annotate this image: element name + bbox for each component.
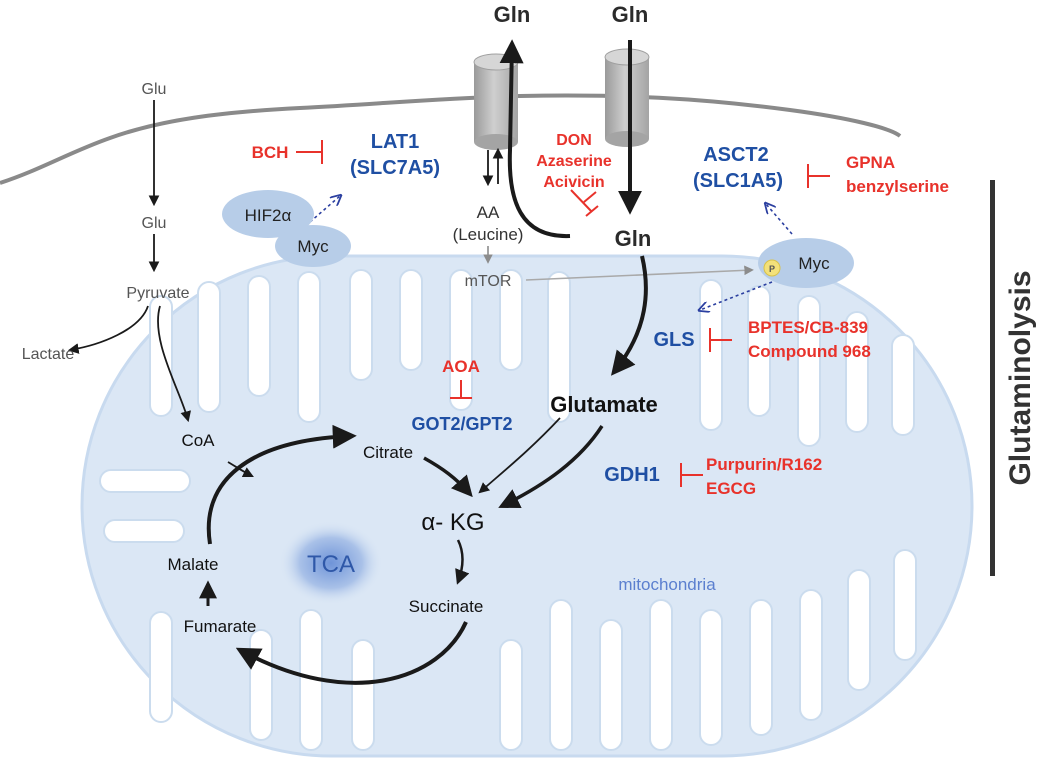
tca-glow xyxy=(279,521,383,605)
hif2a-label: HIF2α xyxy=(245,206,292,225)
akg-arrows xyxy=(423,417,604,585)
benzylserine-label: benzylserine xyxy=(846,177,949,196)
gpna-label: GPNA xyxy=(846,153,895,172)
asct2-gene-label: (SLC1A5) xyxy=(693,170,783,192)
fumarate: Fumarate xyxy=(184,617,257,636)
mitochondrion xyxy=(80,254,974,758)
coa: CoA xyxy=(181,431,215,450)
side-bracket xyxy=(990,180,995,576)
cell-membrane xyxy=(0,93,902,185)
alpha-kg: α- KG xyxy=(421,509,484,536)
gln-out-left: Gln xyxy=(494,2,531,27)
glu-pathway-arrows xyxy=(67,100,254,477)
gln-arrows xyxy=(499,39,648,376)
asct2-label: ASCT2 xyxy=(703,144,769,166)
gln-in: Gln xyxy=(615,226,652,251)
lat1-label: LAT1 xyxy=(371,131,420,153)
aoa-label: AOA xyxy=(442,357,480,376)
tca-cycle-arrows xyxy=(199,424,468,685)
tca-label: TCA xyxy=(307,551,355,578)
hif2a-ellipse xyxy=(222,190,314,238)
aa-arrows xyxy=(482,147,754,281)
myc-left-label: Myc xyxy=(297,237,329,256)
leucine-label: (Leucine) xyxy=(453,225,524,244)
succinate: Succinate xyxy=(409,597,484,616)
gdh1-label: GDH1 xyxy=(604,464,660,486)
bptes-label: BPTES/CB-839 xyxy=(748,318,868,337)
transporter-asct2 xyxy=(604,48,650,147)
side-title: Glutaminolysis xyxy=(1004,270,1037,485)
lactate: Lactate xyxy=(22,346,75,363)
glu-outside: Glu xyxy=(142,81,167,98)
malate: Malate xyxy=(167,555,218,574)
egcg-label: EGCG xyxy=(706,479,756,498)
glu-inside: Glu xyxy=(142,215,167,232)
mtor-label: mTOR xyxy=(465,273,512,290)
lat1-gene-label: (SLC7A5) xyxy=(350,157,440,179)
cristae xyxy=(99,269,917,751)
mitochondria-label: mitochondria xyxy=(618,575,716,594)
acivicin-label: Acivicin xyxy=(543,174,604,191)
got2-gpt2-label: GOT2/GPT2 xyxy=(411,414,512,434)
myc-right-ellipse xyxy=(758,238,854,288)
myc-right-label: Myc xyxy=(798,254,830,273)
phospho-label: P xyxy=(769,264,775,274)
gls-label: GLS xyxy=(653,329,694,351)
bch-label: BCH xyxy=(252,143,289,162)
phospho-badge xyxy=(763,259,781,277)
gln-out-right: Gln xyxy=(612,2,649,27)
don-label: DON xyxy=(556,132,592,149)
aa-label: AA xyxy=(477,203,500,222)
myc-left-ellipse xyxy=(275,225,351,267)
compound968-label: Compound 968 xyxy=(748,342,871,361)
inhibition-bars xyxy=(296,140,830,487)
azaserine-label: Azaserine xyxy=(536,153,612,170)
glutamate: Glutamate xyxy=(550,392,658,417)
pyruvate: Pyruvate xyxy=(126,285,189,302)
purpurin-label: Purpurin/R162 xyxy=(706,455,822,474)
regulation-arrows xyxy=(309,196,793,310)
citrate: Citrate xyxy=(363,443,413,462)
